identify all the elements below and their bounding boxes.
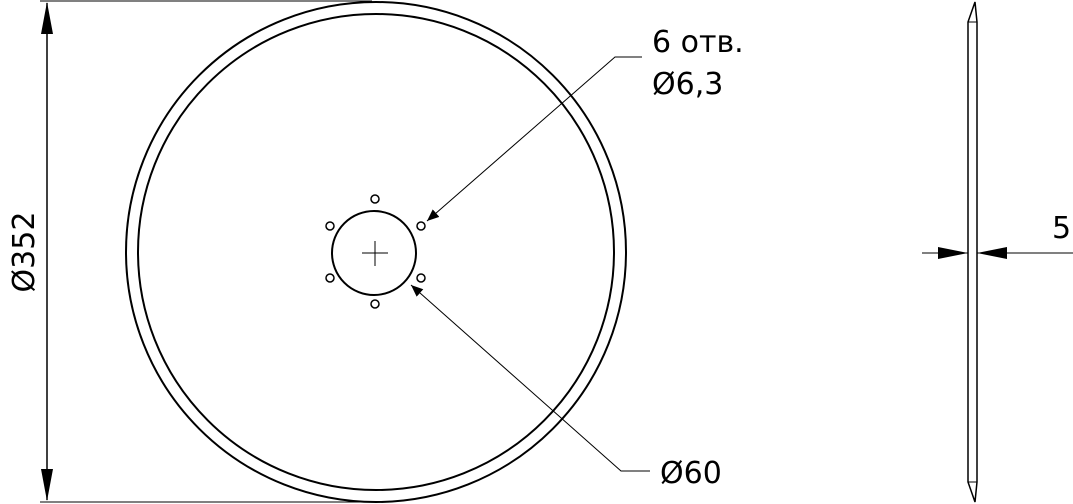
mounting-holes — [325, 194, 426, 309]
holes-count-label: 6 отв. — [652, 25, 744, 60]
mounting-hole — [325, 273, 335, 283]
mounting-hole — [370, 299, 380, 309]
mounting-hole — [416, 273, 426, 283]
disc-bevel-edge — [137, 13, 615, 491]
holes-leader: 6 отв. Ø6,3 — [426, 25, 744, 222]
center-hole-leader: Ø60 — [410, 284, 722, 491]
disc-front-view — [125, 1, 627, 503]
disc-side-view — [967, 1, 978, 503]
arrow-top-icon — [41, 2, 53, 34]
mounting-hole — [325, 221, 335, 231]
center-mark-icon — [362, 241, 388, 266]
thickness-arrow-left-icon — [938, 247, 968, 259]
center-hole-leader-line — [410, 284, 650, 472]
disc-outer-edge — [125, 1, 627, 503]
thickness-dimension: 5 — [922, 211, 1073, 259]
thickness-arrow-right-icon — [977, 247, 1007, 259]
mounting-hole — [416, 221, 426, 231]
thickness-label: 5 — [1052, 211, 1071, 246]
outer-diameter-dimension: Ø352 — [7, 0, 372, 503]
holes-leader-line — [426, 56, 642, 222]
mounting-hole — [370, 194, 380, 204]
center-hole — [331, 210, 417, 296]
disc-profile — [967, 1, 978, 503]
center-hole-label: Ø60 — [660, 456, 722, 491]
arrow-bottom-icon — [41, 469, 53, 501]
outer-diameter-label: Ø352 — [7, 212, 42, 293]
holes-diameter-label: Ø6,3 — [652, 67, 723, 102]
